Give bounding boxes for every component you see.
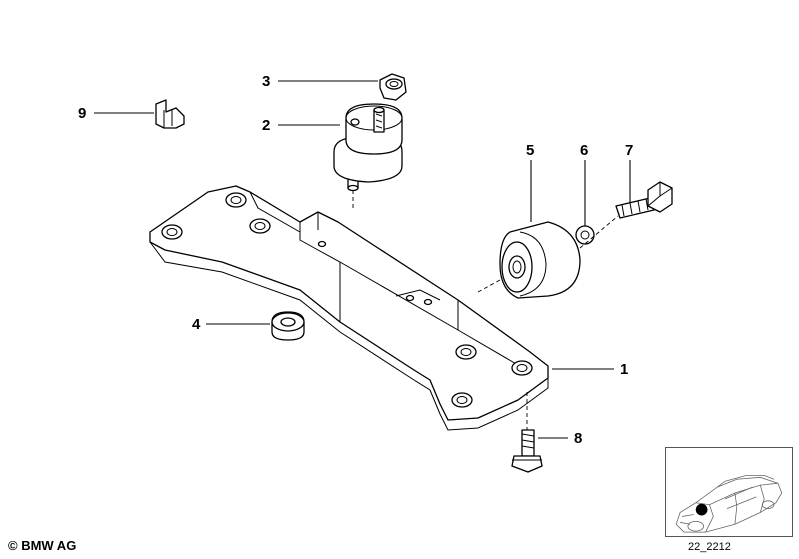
callout-4: 4: [192, 316, 201, 333]
hex-nut-part: [379, 73, 407, 101]
vertical-bolt-part: [511, 429, 543, 473]
callout-7: 7: [625, 142, 633, 159]
hex-bolt-part: [615, 181, 673, 219]
callout-1: 1: [620, 361, 628, 378]
crossmember-part: [149, 185, 549, 431]
washer-part: [575, 225, 595, 245]
vehicle-location-thumbnail: [665, 447, 793, 537]
callout-2: 2: [262, 117, 270, 134]
car-outline-icon: [675, 474, 783, 533]
collar-nut-part: [271, 311, 305, 341]
location-marker-icon: [695, 503, 708, 516]
rubber-mount-part: [333, 103, 403, 192]
callout-3: 3: [262, 73, 270, 90]
assembly-line-bushing: [477, 215, 619, 293]
callout-6: 6: [580, 142, 588, 159]
callout-8: 8: [574, 430, 582, 447]
figure-code: 22_2212: [688, 541, 731, 553]
callout-9: 9: [78, 105, 86, 122]
rubber-bushing-part: [499, 221, 581, 299]
copyright-text: © BMW AG: [8, 538, 77, 553]
clip-part: [155, 99, 185, 129]
callout-5: 5: [526, 142, 534, 159]
